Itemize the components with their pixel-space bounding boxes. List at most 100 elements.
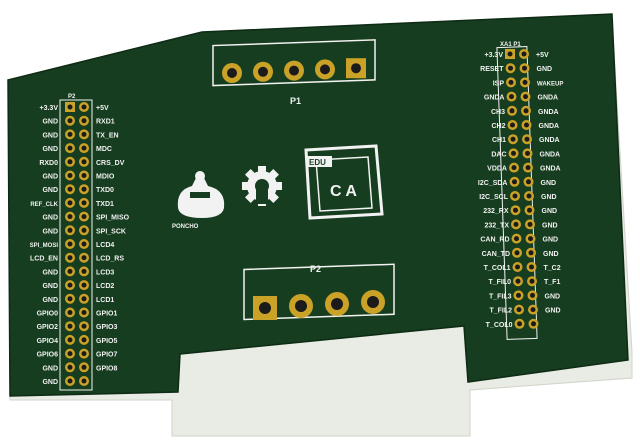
header-right-label: GND (541, 194, 557, 201)
poncho-text: PONCHO (172, 224, 199, 230)
header-left-label: GPIO2 (37, 324, 59, 331)
header-left-pin (79, 307, 89, 318)
header-right-pin (505, 63, 516, 74)
header-left-pin (79, 293, 89, 304)
connector-p1-pin (346, 58, 366, 79)
connector-p2-pin (253, 296, 277, 320)
header-right-label: GNDA (540, 151, 561, 158)
header-right-label: GND (541, 180, 557, 187)
header-left-pin (65, 321, 75, 332)
header-right-pin (510, 191, 520, 201)
header-left-label: GND (42, 187, 58, 194)
header-right-label: +5V (536, 52, 549, 59)
header-left-label: LCD_EN (30, 256, 58, 263)
header-right-pin (527, 290, 538, 301)
header-right-label: GND (545, 293, 561, 300)
header-left-label: SPI_MOSI (30, 243, 59, 249)
header-left-pin (65, 307, 75, 318)
header-left-label: RXD1 (96, 119, 115, 126)
header-right-label: GND (542, 222, 558, 229)
header-right-pin (528, 318, 539, 329)
header-right-label: I2C_SDA (478, 180, 508, 187)
connector-p2-pin (361, 290, 385, 314)
header-left-label: GPIO1 (96, 311, 118, 318)
connector-p2-bottom: P2 (243, 263, 395, 321)
header-right-pin (506, 91, 517, 102)
header-right-pin (523, 162, 533, 173)
header-left-pin (65, 252, 75, 263)
header-right-pin (528, 304, 538, 315)
header-right-label: ISP (493, 80, 505, 87)
header-right-label: +3.3V (485, 52, 504, 59)
header-left-label: GND (42, 132, 58, 139)
header-left-pin (79, 156, 89, 167)
header-right-label: T_COL1 (484, 265, 511, 272)
header-left-pin (79, 102, 89, 112)
header-left-pin (65, 225, 75, 236)
header-left-pin (65, 266, 75, 277)
header-left-label: TXD0 (96, 187, 114, 194)
header-left-pin (65, 348, 75, 359)
header-right-label: T_FIL2 (489, 308, 512, 315)
header-right-label: CH3 (491, 109, 505, 116)
header-right-pin (508, 134, 518, 145)
header-right-pin (525, 233, 536, 244)
header-left-label: GND (42, 379, 58, 386)
header-right-pin (526, 262, 537, 272)
header-left-label: GPIO6 (37, 352, 59, 359)
connector-p1-pin (315, 59, 335, 80)
connector-p2-label: P2 (310, 264, 321, 274)
header-left-label: LCD2 (96, 283, 114, 290)
header-left-label: LCD3 (96, 269, 114, 276)
header-left-pin (79, 129, 89, 140)
connector-p2-pin (325, 292, 349, 316)
header-left-pin (65, 211, 75, 222)
header-right-pin (525, 219, 535, 230)
header-right-pin (527, 276, 537, 287)
header-right-label: GND (543, 251, 559, 258)
connector-p1-pin (253, 61, 273, 82)
header-left-pin (79, 362, 89, 373)
header-left-label: +3.3V (40, 105, 59, 112)
header-right-pin (508, 148, 519, 159)
header-left-label: GND (42, 269, 58, 276)
header-right-label: GNDA (484, 95, 505, 102)
header-left-pin (79, 211, 89, 222)
connector-p1: P1 (212, 39, 376, 106)
header-left-pin (79, 184, 89, 195)
header-right-label: CH1 (492, 137, 506, 144)
board (7, 13, 629, 397)
header-left-label: GND (42, 215, 58, 222)
header-right-pin (520, 91, 531, 102)
header-left-label: GND (42, 146, 58, 153)
header-left-label: GND (42, 365, 58, 372)
header-right-pin (514, 304, 524, 315)
header-left-label: CRS_DV (96, 160, 125, 167)
header-right-pin (512, 247, 522, 258)
header-right-label: 232_RX (483, 208, 509, 215)
header-left-label: GND (42, 283, 58, 290)
header-right-pin (505, 49, 515, 59)
header-right-pin (521, 105, 531, 116)
header-left-pin (79, 170, 89, 181)
header-right-label: T_FIL3 (489, 293, 512, 300)
header-left-pin (79, 252, 89, 263)
header-right-label: CAN_RD (480, 237, 509, 244)
header-left-pin (65, 129, 75, 140)
header-left-pin (65, 156, 75, 167)
header-right-label: CAN_TD (482, 251, 510, 258)
header-right-pin (507, 120, 518, 130)
header-right-pin (513, 276, 523, 287)
header-right-label: T_C2 (544, 265, 561, 272)
header-left-pin (65, 102, 75, 112)
header-right-ref: XA1 P1 (500, 42, 521, 48)
header-left-label: GND (42, 297, 58, 304)
header-left-pin (79, 321, 89, 332)
header-left-pin (79, 334, 89, 345)
header-right-pin (519, 63, 530, 74)
edu-text: EDU (309, 158, 326, 167)
header-left-pin (65, 197, 75, 208)
header-right-label: CH2 (491, 123, 505, 130)
header-right-pin (522, 134, 532, 145)
header-right-label: GNDA (538, 109, 559, 116)
